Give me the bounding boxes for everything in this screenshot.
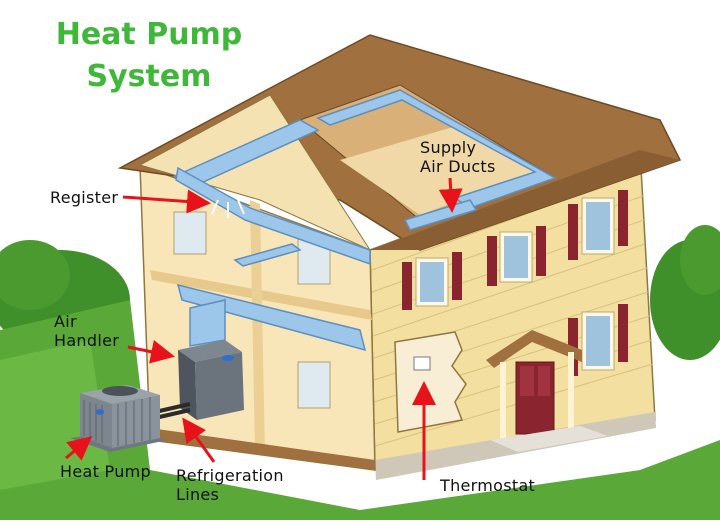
title-line-1: Heat Pump	[55, 17, 243, 52]
heat-pump-unit	[70, 385, 168, 452]
front-windows	[402, 190, 628, 376]
air-handler-unit	[178, 340, 244, 420]
label-refrigeration-line-1: Refrigeration	[176, 466, 284, 485]
label-refrigeration-lines: Refrigeration Lines	[176, 466, 284, 504]
lawn	[0, 300, 720, 520]
label-heat-pump: Heat Pump	[60, 462, 151, 481]
label-refrigeration-line-2: Lines	[176, 485, 220, 504]
arrow-supply	[438, 177, 463, 213]
diagram-title: Heat Pump System	[34, 14, 264, 98]
arrow-register	[122, 189, 211, 214]
arrow-heat-pump	[65, 436, 93, 461]
label-supply-air-ducts: Supply Air Ducts	[420, 138, 496, 176]
label-air-handler-line-1: Air	[54, 312, 77, 331]
front-porch	[486, 330, 608, 452]
arrow-air-handler	[127, 340, 175, 364]
title-line-2: System	[86, 59, 212, 94]
label-supply-line-1: Supply	[420, 138, 477, 157]
label-supply-line-2: Air Ducts	[420, 157, 496, 176]
label-air-handler: Air Handler	[54, 312, 119, 350]
label-arrows	[65, 177, 463, 480]
supply-air-ducts	[173, 89, 557, 352]
thermostat-cutaway	[394, 331, 467, 433]
label-thermostat: Thermostat	[440, 476, 536, 495]
arrow-refrigeration	[182, 417, 216, 463]
refrigeration-lines-pipes	[154, 402, 191, 420]
register-airflow-icon	[211, 199, 245, 218]
label-register: Register	[50, 188, 119, 207]
label-air-handler-line-2: Handler	[54, 331, 120, 350]
